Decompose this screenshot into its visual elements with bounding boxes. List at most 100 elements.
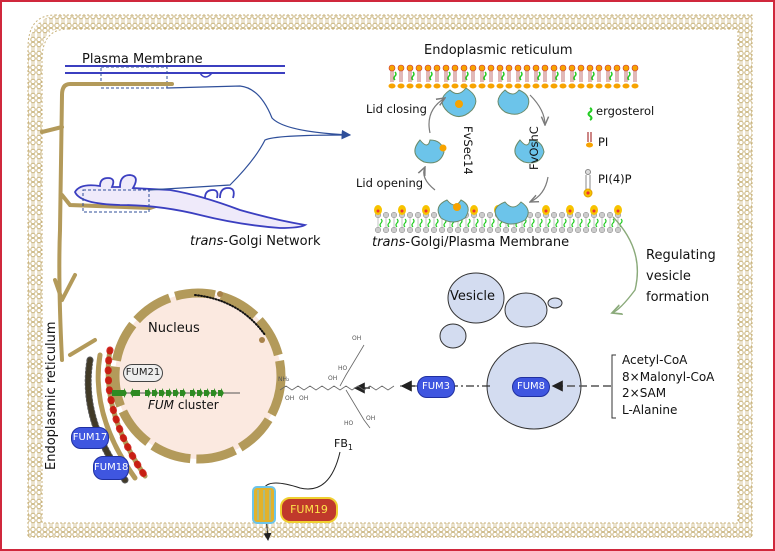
er-lipid-head bbox=[433, 64, 441, 72]
er-lipid-head bbox=[586, 64, 594, 72]
pm-lipid-head bbox=[526, 226, 534, 234]
pm-lipid-head bbox=[606, 211, 614, 219]
pm-lipid-head bbox=[598, 226, 606, 234]
regulating-line-1: Regulating bbox=[646, 248, 716, 263]
vesicle-label: Vesicle bbox=[450, 289, 496, 304]
fum8-protein: FUM8 bbox=[512, 377, 550, 397]
lid-closing-label: Lid closing bbox=[366, 102, 427, 116]
er-lipid-head bbox=[496, 64, 504, 72]
fb1-label: FB1 bbox=[334, 437, 353, 452]
pm-lipid-head bbox=[566, 226, 574, 234]
pm-lipid-head bbox=[406, 226, 414, 234]
er-lipid-head bbox=[631, 83, 639, 89]
pm-lipid-head bbox=[534, 211, 542, 219]
fb1-structure bbox=[279, 344, 395, 429]
er-lipid-head bbox=[595, 83, 603, 89]
er-lipid-head bbox=[388, 64, 396, 72]
plasma-membrane-sketch bbox=[65, 65, 285, 89]
pm-lipid-head bbox=[558, 211, 566, 219]
er-lipid-head bbox=[559, 64, 567, 72]
pm-lipid-head bbox=[550, 211, 558, 219]
pm-lipid-head bbox=[438, 226, 446, 234]
ergosterol-mark bbox=[403, 218, 407, 228]
golgi-sketch bbox=[74, 174, 308, 229]
pm-lipid-head bbox=[430, 211, 438, 219]
fum17-protein: FUM17 bbox=[71, 427, 109, 449]
er-membrane-bilayer bbox=[388, 64, 642, 89]
ergosterol-mark bbox=[627, 71, 631, 81]
pi4p-core bbox=[424, 209, 428, 213]
ergosterol-mark bbox=[429, 71, 433, 81]
substrate-malonyl-coa: 8×Malonyl-CoA bbox=[622, 369, 715, 384]
gene-arrow bbox=[173, 388, 179, 398]
er-lipid-head bbox=[469, 64, 477, 72]
er-lipid-head bbox=[451, 83, 459, 89]
legend-pi4p: PI(4)P bbox=[598, 172, 632, 186]
pm-lipid-head bbox=[414, 226, 422, 234]
ergosterol-mark bbox=[555, 218, 559, 228]
pm-lipid-head bbox=[374, 226, 382, 234]
ergosterol-mark bbox=[603, 218, 607, 228]
er-lipid-head bbox=[595, 64, 603, 72]
regulating-arrow bbox=[612, 216, 639, 313]
er-lipid-head bbox=[460, 64, 468, 72]
ergosterol-mark bbox=[379, 218, 383, 228]
er-lipid-head bbox=[496, 83, 504, 89]
er-lipid-head bbox=[505, 64, 513, 72]
er-lipid-head bbox=[487, 64, 495, 72]
er-lipid-head bbox=[532, 83, 540, 89]
er-lipid-head bbox=[469, 83, 477, 89]
regulating-line-3: formation bbox=[646, 290, 710, 305]
er-lipid-head bbox=[451, 64, 459, 72]
ergosterol-mark bbox=[387, 218, 391, 228]
ergosterol-mark bbox=[419, 218, 423, 228]
svg-text:OH: OH bbox=[285, 395, 294, 402]
pm-lipid-head bbox=[550, 226, 558, 234]
pm-lipid-head bbox=[502, 226, 510, 234]
er-lipid-head bbox=[514, 64, 522, 72]
substrate-list: Acetyl-CoA 8×Malonyl-CoA 2×SAM L-Alanine bbox=[622, 352, 714, 418]
ergosterol-mark bbox=[465, 71, 469, 81]
legend-pi: PI bbox=[598, 135, 609, 149]
er-lipid-head bbox=[613, 64, 621, 72]
fum-cluster-label: FUM cluster bbox=[148, 398, 219, 412]
gene-arrow bbox=[112, 388, 127, 398]
er-lipid-head bbox=[559, 83, 567, 89]
pi4p-core bbox=[616, 209, 620, 213]
lipid-transfer-proteins bbox=[414, 87, 545, 225]
gene-arrow bbox=[180, 388, 186, 398]
pm-lipid-head bbox=[414, 211, 422, 219]
golgi-pm-text: -Golgi/Plasma Membrane bbox=[405, 235, 570, 250]
ergosterol-mark bbox=[595, 218, 599, 228]
rough-er-stacks bbox=[84, 294, 266, 484]
gene-arrow bbox=[211, 388, 217, 398]
pi-markers bbox=[439, 100, 463, 211]
er-lipid-head bbox=[550, 83, 558, 89]
ergosterol-mark bbox=[447, 71, 451, 81]
ergosterol-mark bbox=[547, 218, 551, 228]
vesicle-main bbox=[447, 272, 505, 324]
trans-italic: trans bbox=[372, 235, 406, 250]
trans-golgi-network-label: trans-Golgi Network bbox=[190, 234, 321, 249]
er-side-label: Endoplasmic reticulum bbox=[44, 321, 59, 470]
er-lipid-head bbox=[631, 64, 639, 72]
er-lipid-head bbox=[604, 64, 612, 72]
fum3-protein: FUM3 bbox=[417, 376, 455, 398]
trans-italic: trans bbox=[190, 234, 224, 249]
ergosterol-mark bbox=[411, 71, 415, 81]
fvoshc-label: FvOshC bbox=[527, 126, 541, 170]
er-top-label: Endoplasmic reticulum bbox=[424, 43, 573, 58]
fb1-subscript: 1 bbox=[347, 443, 353, 453]
svg-text:HO: HO bbox=[344, 420, 354, 427]
fb1-text: FB bbox=[334, 437, 348, 450]
pi4p-core bbox=[400, 209, 404, 213]
er-lipid-head bbox=[505, 83, 513, 89]
ergosterol-mark bbox=[609, 71, 613, 81]
er-lipid-head bbox=[487, 83, 495, 89]
pm-lipid-head bbox=[382, 211, 390, 219]
fum18-protein: FUM18 bbox=[93, 456, 129, 480]
ergosterol-mark bbox=[501, 71, 505, 81]
er-lipid-head bbox=[541, 64, 549, 72]
